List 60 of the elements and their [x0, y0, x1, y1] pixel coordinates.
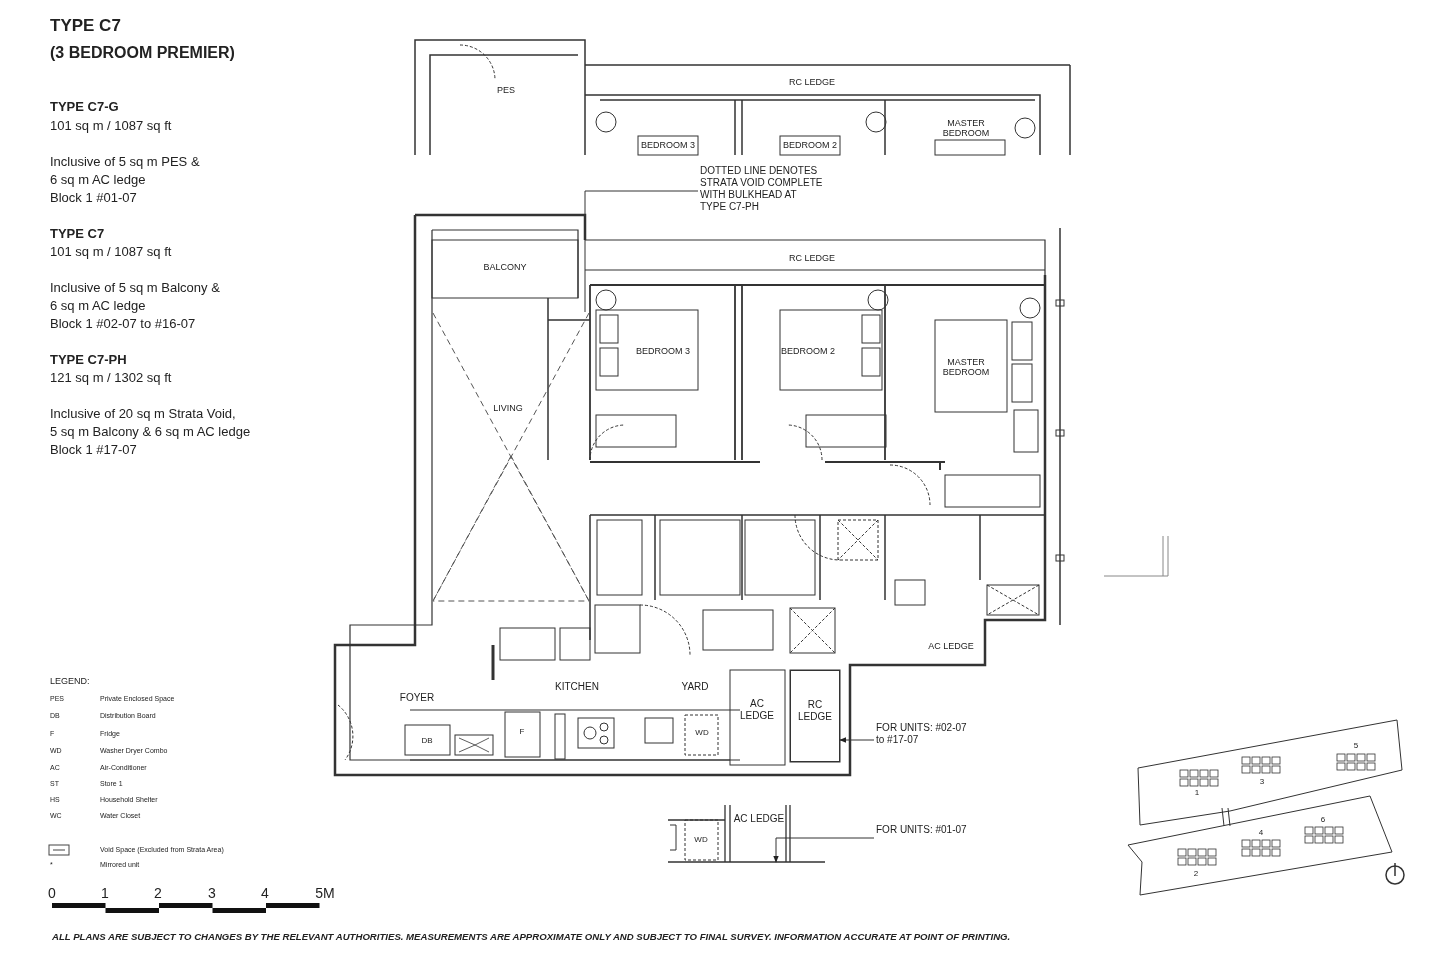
- area-text: Inclusive of 5 sq m PES &: [50, 155, 200, 170]
- unit-type-heading: (3 BEDROOM PREMIER): [50, 44, 235, 63]
- room-label: FOYER: [399, 692, 435, 704]
- unit-type-heading: TYPE C7-G: [50, 100, 119, 115]
- block-number: 1: [1194, 788, 1200, 798]
- area-text: 101 sq m / 1087 sq ft: [50, 245, 172, 260]
- area-text: Block 1 #01-07: [50, 191, 137, 206]
- area-text: 5 sq m Balcony & 6 sq m AC ledge: [50, 425, 251, 440]
- area-text: 6 sq m AC ledge: [50, 173, 146, 188]
- room-label: MASTER BEDROOM: [941, 356, 991, 378]
- plan-title: TYPE C7: [50, 16, 121, 36]
- equipment-label: DB: [421, 736, 433, 746]
- leader-line: [584, 190, 699, 313]
- room-label: MASTER BEDROOM: [941, 117, 991, 139]
- room-area: RC LEDGE: [790, 670, 840, 762]
- block-number: 4: [1258, 828, 1264, 838]
- room-label: BEDROOM 3: [641, 139, 695, 151]
- block-number: 3: [1259, 777, 1265, 787]
- equipment-label: WD: [695, 728, 709, 738]
- block-number: 6: [1320, 815, 1326, 825]
- room-label: BALCONY: [483, 261, 527, 273]
- annotation-note: DOTTED LINE DENOTES STRATA VOID COMPLETE WITH BULKHEAD AT TYPE C7-PH: [700, 165, 824, 213]
- room-label: BEDROOM 3: [636, 345, 690, 357]
- unit-type-heading: TYPE C7-PH: [50, 353, 127, 368]
- room-label: BEDROOM 2: [781, 345, 835, 357]
- room-area: AC LEDGE: [732, 805, 786, 862]
- area-text: Block 1 #02-07 to #16-07: [50, 317, 196, 332]
- area-text: 6 sq m AC ledge: [50, 299, 146, 314]
- arrow: [839, 737, 875, 743]
- scale-number: 3: [208, 884, 216, 902]
- legend-heading: LEGEND:: [50, 676, 90, 687]
- room-label: PES: [497, 84, 515, 96]
- room-label: KITCHEN: [555, 681, 599, 693]
- strata-void-area: [432, 312, 590, 602]
- arrow: [773, 837, 875, 863]
- scale-number: 0: [48, 884, 56, 902]
- scale-number: 2: [154, 884, 162, 902]
- scale-number: 4: [261, 884, 269, 902]
- block-number: 2: [1193, 869, 1199, 879]
- room-label: RC LEDGE: [789, 252, 835, 264]
- area-text: Block 1 #17-07: [50, 443, 137, 458]
- block-number: 5: [1353, 741, 1359, 751]
- area-text: 101 sq m / 1087 sq ft: [50, 119, 172, 134]
- room-label: YARD: [681, 681, 709, 693]
- room-label: BEDROOM 2: [783, 139, 837, 151]
- room-label: LIVING: [493, 402, 523, 414]
- room-label: AC LEDGE: [928, 640, 974, 652]
- unit-type-heading: TYPE C7: [50, 227, 105, 242]
- annotation-note: FOR UNITS: #01-07: [876, 824, 968, 836]
- room-label: RC LEDGE: [789, 76, 835, 88]
- equipment-label: WD: [694, 835, 708, 845]
- disclaimer-note: ALL PLANS ARE SUBJECT TO CHANGES BY THE RELEVANT AUTHORITIES. MEASUREMENTS ARE APPROXIMATE ONLY AND SUBJECT TO FINAL SURVEY. INFORMATION ACCURATE AT POINT OF PRINTING.: [52, 931, 1011, 943]
- scale-number: 1: [101, 884, 109, 902]
- scale-number: 5M: [315, 884, 335, 902]
- equipment-label: F: [519, 727, 525, 737]
- area-text: Inclusive of 5 sq m Balcony &: [50, 281, 220, 296]
- area-text: Inclusive of 20 sq m Strata Void,: [50, 407, 236, 422]
- area-text: 121 sq m / 1302 sq ft: [50, 371, 172, 386]
- annotation-note: FOR UNITS: #02-07 to #17-07: [876, 722, 968, 746]
- room-label: AC LEDGE: [739, 697, 775, 721]
